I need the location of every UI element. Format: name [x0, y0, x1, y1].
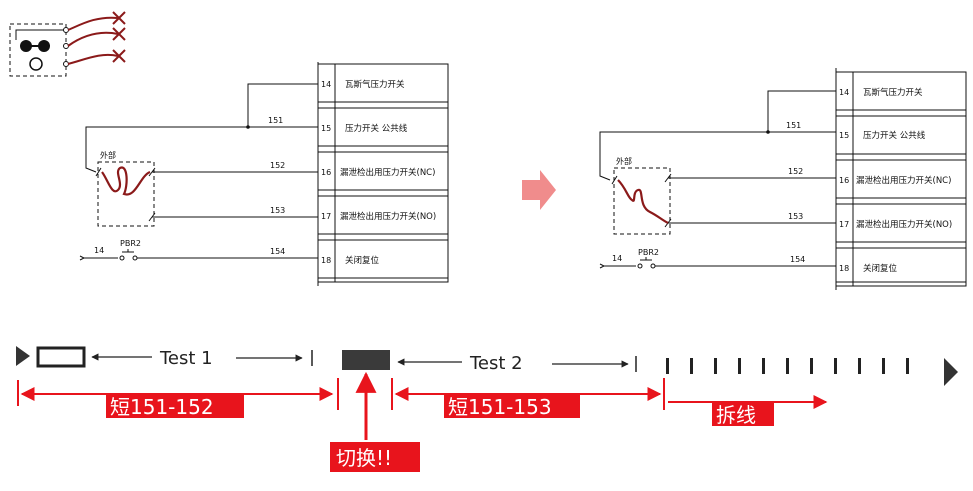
- tick-marks: [666, 358, 909, 374]
- terminal-label: 压力开关 公共线: [863, 130, 926, 141]
- terminal-label: 漏泄检出用压力开关(NO): [856, 219, 952, 230]
- terminal-num: 17: [321, 212, 331, 221]
- pbr-num: 14: [94, 246, 104, 255]
- schematic-after: 14 瓦斯气压力开关 15 压力开关 公共线 16 漏泄检出用压力开关(NC) …: [599, 68, 967, 290]
- wiring-legend-icon: [9, 11, 126, 77]
- timeline-end-marker: [944, 358, 958, 386]
- wire-label: 154: [270, 247, 285, 256]
- terminal-label: 瓦斯气压力开关: [863, 87, 923, 98]
- terminal-label: 关闭复位: [345, 255, 380, 266]
- pbr-label: PBR2: [638, 248, 659, 257]
- timeline: Test 1 Test 2 短151-152: [16, 346, 958, 472]
- wire-label: 154: [790, 255, 805, 264]
- short-151-152-label: 短151-152: [110, 395, 214, 419]
- terminal-num: 15: [321, 124, 331, 133]
- wire-label: 153: [788, 212, 803, 221]
- terminal-label: 漏泄检出用压力开关(NO): [340, 211, 436, 222]
- schematic-before: 14 瓦斯气压力开关 15 压力开关 公共线 16 漏泄检出用压力开关(NC) …: [79, 62, 449, 286]
- terminal-label: 压力开关 公共线: [345, 123, 408, 134]
- terminal-num: 14: [321, 80, 331, 89]
- wire-label: 152: [270, 161, 285, 170]
- terminal-num: 16: [839, 176, 849, 185]
- pbr-num: 14: [612, 254, 622, 263]
- terminal-label: 关闭复位: [863, 263, 898, 274]
- external-label: 外部: [616, 156, 632, 166]
- pbr-label: PBR2: [120, 239, 141, 248]
- test1-block: [36, 346, 86, 368]
- terminal-label: 漏泄检出用压力开关(NC): [340, 167, 435, 178]
- test2-label: Test 2: [469, 353, 523, 374]
- timeline-start-marker: [16, 346, 30, 366]
- terminal-num: 14: [839, 88, 849, 97]
- wire-label: 151: [786, 121, 801, 130]
- wire-label: 151: [268, 116, 283, 125]
- terminal-num: 17: [839, 220, 849, 229]
- switch-label: 切换!!: [336, 446, 392, 470]
- wire-label: 152: [788, 167, 803, 176]
- terminal-num: 18: [839, 264, 849, 273]
- transition-arrow-icon: [522, 170, 556, 210]
- terminal-num: 18: [321, 256, 331, 265]
- disconnect-label: 拆线: [716, 403, 756, 427]
- test1-label: Test 1: [159, 348, 213, 369]
- short-151-153-label: 短151-153: [448, 395, 552, 419]
- external-label: 外部: [100, 150, 116, 160]
- terminal-num: 16: [321, 168, 331, 177]
- terminal-label: 漏泄检出用压力开关(NC): [856, 175, 951, 186]
- terminal-label: 瓦斯气压力开关: [345, 79, 405, 90]
- wire-label: 153: [270, 206, 285, 215]
- terminal-num: 15: [839, 131, 849, 140]
- switch-block: [342, 350, 390, 370]
